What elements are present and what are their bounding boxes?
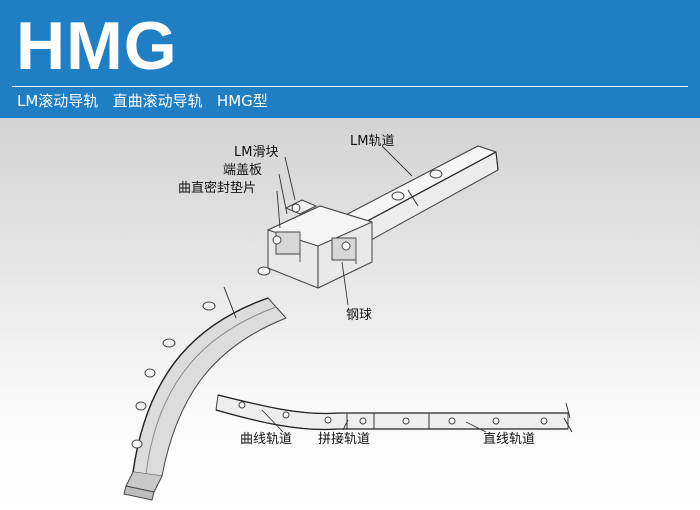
callout-straight-rail: 直线轨道 <box>483 432 536 447</box>
callout-curved-seal: 曲直密封垫片 <box>178 181 257 196</box>
callout-joint-rail: 拼接轨道 <box>318 432 371 447</box>
header-banner: HMG LM滚动导轨 直曲滚动导轨 HMG型 <box>0 0 700 118</box>
curved-lm-rail-drawing <box>123 266 287 501</box>
callout-curved-rail: 曲线轨道 <box>240 432 293 447</box>
header-divider <box>12 86 688 87</box>
page-subtitle: LM滚动导轨 直曲滚动导轨 HMG型 <box>17 92 268 110</box>
callout-lm-rail: LM轨道 <box>350 134 395 149</box>
page-title: HMG <box>16 8 178 84</box>
lm-block-drawing <box>267 199 373 289</box>
callout-steel-ball: 钢球 <box>346 308 373 323</box>
callout-end-plate: 端盖板 <box>223 163 263 178</box>
rail-illustration <box>123 145 573 501</box>
illustration-area: LM滑块 端盖板 曲直密封垫片 LM轨道 钢球 曲线轨道 拼接轨道 直线轨道 <box>0 118 700 510</box>
callout-lm-block: LM滑块 <box>234 145 279 160</box>
rail-segments-diagram <box>215 394 573 433</box>
